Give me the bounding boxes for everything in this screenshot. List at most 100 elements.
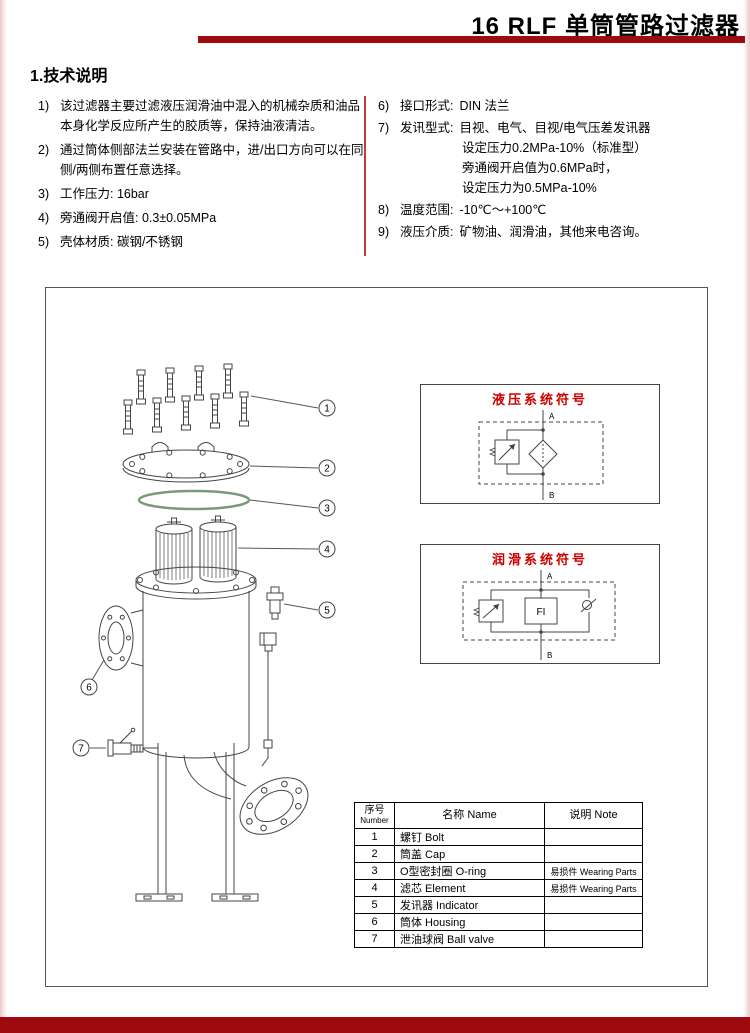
spec-text: 发讯型式:目视、电气、目视/电气压差发讯器 设定压力0.2MPa-10%（标准型… (400, 118, 716, 198)
parts-table: 序号 Number 名称 Name 说明 Note 1 螺钉 Bolt 2 筒盖… (354, 802, 643, 948)
table-row: 2 筒盖 Cap (354, 845, 643, 863)
ball-valve-item7-group (107, 727, 158, 757)
spec-item-3: 3) 工作压力: 16bar (38, 184, 364, 204)
hydraulic-symbol-title: 液压系统符号 (491, 392, 588, 407)
spec-number: 6) (378, 99, 390, 113)
figure-box: 1 2 3 4 5 6 7 液压系统符号 (45, 287, 708, 987)
cell-name: 发讯器 Indicator (394, 896, 545, 914)
specs-right-column: 6) 接口形式: DIN 法兰 7) 发讯型式:目视、电气、目视/电气压差发讯器 … (366, 96, 716, 256)
cell-number: 7 (354, 930, 395, 948)
callout-2: 2 (324, 464, 330, 475)
callout-6: 6 (86, 683, 92, 694)
callout-1: 1 (324, 404, 330, 415)
spec-label: 温度范围: (400, 203, 454, 217)
bottom-red-bar (0, 1017, 750, 1033)
spec-number: 3) (38, 187, 50, 201)
spec-text: 接口形式: DIN 法兰 (400, 96, 716, 116)
right-edge-strip (743, 0, 750, 1017)
section-title: 1.技术说明 (30, 68, 108, 85)
spec-item-8: 8) 温度范围: -10℃～+100℃ (378, 200, 716, 220)
spec-label: 接口形式: (400, 99, 454, 113)
header-note: 说明 Note (544, 802, 643, 829)
cell-note (544, 913, 643, 931)
cell-number: 5 (354, 896, 395, 914)
spec-text: 液压介质:矿物油、润滑油，其他来电咨询。 (400, 222, 716, 242)
table-row: 5 发讯器 Indicator (354, 896, 643, 914)
fi-label: FI (537, 607, 546, 618)
cell-note (544, 845, 643, 863)
spec-number: 2) (38, 143, 50, 157)
cell-name: 筒体 Housing (394, 913, 545, 931)
cell-note (544, 930, 643, 948)
cell-number: 6 (354, 913, 395, 931)
callout-7: 7 (78, 744, 84, 755)
tech-specs: 1) 该过滤器主要过滤液压润滑油中混入的机械杂质和油品本身化学反应所产生的胶质等… (38, 96, 716, 256)
lubrication-symbol-diagram: FI A B (462, 570, 616, 660)
cell-note: 易损件 Wearing Parts (544, 862, 643, 880)
cell-name: O型密封圈 O-ring (394, 862, 545, 880)
lubrication-symbol-box: 润滑系统符号 (420, 544, 660, 664)
spec-item-9: 9) 液压介质:矿物油、润滑油，其他来电咨询。 (378, 222, 716, 242)
spec-item-2: 2) 通过筒体侧部法兰安装在管路中，进/出口方向可以在同侧/两侧布置任意选择。 (38, 140, 364, 180)
hydraulic-symbol-diagram: A B (478, 410, 604, 500)
spec-number: 8) (378, 203, 390, 217)
spec-item-4: 4) 旁通阀开启值: 0.3±0.05MPa (38, 208, 364, 228)
spec-value-line: 设定压力为0.5MPa-10% (462, 181, 597, 195)
cell-name: 螺钉 Bolt (394, 828, 545, 846)
spec-item-5: 5) 壳体材质: 碳钢/不锈钢 (38, 232, 364, 252)
spec-number: 9) (378, 225, 390, 239)
cell-note (544, 828, 643, 846)
cell-number: 2 (354, 845, 395, 863)
spec-number: 5) (38, 235, 50, 249)
specs-left-column: 1) 该过滤器主要过滤液压润滑油中混入的机械杂质和油品本身化学反应所产生的胶质等… (38, 96, 364, 256)
spec-number: 7) (378, 121, 390, 135)
spec-item-6: 6) 接口形式: DIN 法兰 (378, 96, 716, 116)
spec-item-1: 1) 该过滤器主要过滤液压润滑油中混入的机械杂质和油品本身化学反应所产生的胶质等… (38, 96, 364, 136)
indicator-item5-group (259, 586, 284, 767)
cell-number: 1 (354, 828, 395, 846)
port-b-label: B (547, 651, 552, 660)
port-a-label: A (547, 572, 553, 581)
table-row: 3 O型密封圈 O-ring 易损件 Wearing Parts (354, 862, 643, 880)
header-name: 名称 Name (394, 802, 545, 829)
spec-item-7: 7) 发讯型式:目视、电气、目视/电气压差发讯器 设定压力0.2MPa-10%（… (378, 118, 716, 198)
title-underline-bar (198, 36, 745, 43)
spec-text: 通过筒体侧部法兰安装在管路中，进/出口方向可以在同侧/两侧布置任意选择。 (60, 143, 364, 177)
header-number: 序号 Number (354, 802, 395, 829)
spec-value: -10℃～+100℃ (459, 203, 547, 217)
spec-text: 该过滤器主要过滤液压润滑油中混入的机械杂质和油品本身化学反应所产生的胶质等，保持… (60, 99, 361, 133)
spec-text: 工作压力: 16bar (60, 187, 149, 201)
table-row: 4 滤芯 Element 易损件 Wearing Parts (354, 879, 643, 897)
spec-value: DIN 法兰 (459, 99, 510, 113)
page-title: 16 RLF 单筒管路过滤器 (471, 13, 740, 40)
filter-elements-item4-group (155, 515, 237, 585)
header-number-en: Number (360, 815, 389, 825)
cell-name: 筒盖 Cap (394, 845, 545, 863)
table-header-row: 序号 Number 名称 Name 说明 Note (354, 802, 643, 829)
spec-text: 壳体材质: 碳钢/不锈钢 (60, 235, 183, 249)
cell-name: 泄油球阀 Ball valve (394, 930, 545, 948)
table-row: 1 螺钉 Bolt (354, 828, 643, 846)
callout-3: 3 (324, 504, 330, 515)
bolts-item1-group (123, 363, 249, 435)
cell-note (544, 896, 643, 914)
oring-item3 (137, 489, 251, 511)
spec-text: 旁通阀开启值: 0.3±0.05MPa (60, 211, 217, 225)
callout-4: 4 (324, 545, 330, 556)
column-divider-line (364, 96, 366, 256)
cell-number: 4 (354, 879, 395, 897)
spec-label: 液压介质: (400, 225, 454, 239)
spec-value-line: 设定压力0.2MPa-10%（标准型） (462, 141, 647, 155)
spec-number: 1) (38, 99, 50, 113)
port-b-label: B (549, 491, 554, 500)
spec-value-line: 旁通阀开启值为0.6MPa时， (462, 161, 618, 175)
port-a-label: A (549, 412, 555, 421)
left-edge-strip (0, 0, 7, 1017)
spec-number: 4) (38, 211, 50, 225)
housing-item6-group (98, 566, 309, 902)
spec-text: 温度范围: -10℃～+100℃ (400, 200, 716, 220)
spec-value: 目视、电气、目视/电气压差发讯器 (459, 121, 651, 135)
hydraulic-symbol-box: 液压系统符号 A B (420, 384, 660, 504)
cell-number: 3 (354, 862, 395, 880)
